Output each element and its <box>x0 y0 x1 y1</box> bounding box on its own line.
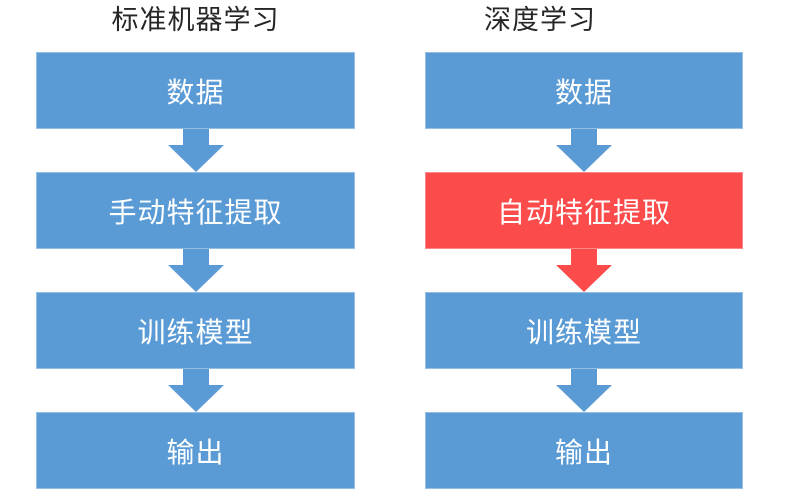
flow-box-label: 训练模型 <box>137 316 254 348</box>
flow-box-auto-feature-extraction: 自动特征提取 <box>425 172 743 249</box>
flow-box-data-left: 数据 <box>36 52 355 129</box>
flow-box-train-model-right: 训练模型 <box>425 292 743 369</box>
column-title-standard-ml: 标准机器学习 <box>111 5 280 35</box>
flow-box-label: 数据 <box>554 76 613 108</box>
flow-box-data-right: 数据 <box>425 52 743 129</box>
flow-box-output-left: 输出 <box>36 412 355 489</box>
column-title-deep-learning: 深度学习 <box>484 5 596 35</box>
down-arrow-icon <box>168 129 224 172</box>
flow-box-output-right: 输出 <box>425 412 743 489</box>
flow-box-label: 输出 <box>166 436 225 468</box>
down-arrow-icon <box>556 129 612 172</box>
down-arrow-icon-red <box>556 249 612 292</box>
down-arrow-icon <box>168 369 224 412</box>
down-arrow-icon <box>556 369 612 412</box>
flow-box-label: 自动特征提取 <box>496 196 671 228</box>
flow-box-label: 训练模型 <box>525 316 642 348</box>
flow-box-label: 手动特征提取 <box>108 196 283 228</box>
flow-box-label: 数据 <box>166 76 225 108</box>
down-arrow-icon <box>168 249 224 292</box>
flow-box-train-model-left: 训练模型 <box>36 292 355 369</box>
flow-box-label: 输出 <box>554 436 613 468</box>
flow-box-manual-feature-extraction: 手动特征提取 <box>36 172 355 249</box>
